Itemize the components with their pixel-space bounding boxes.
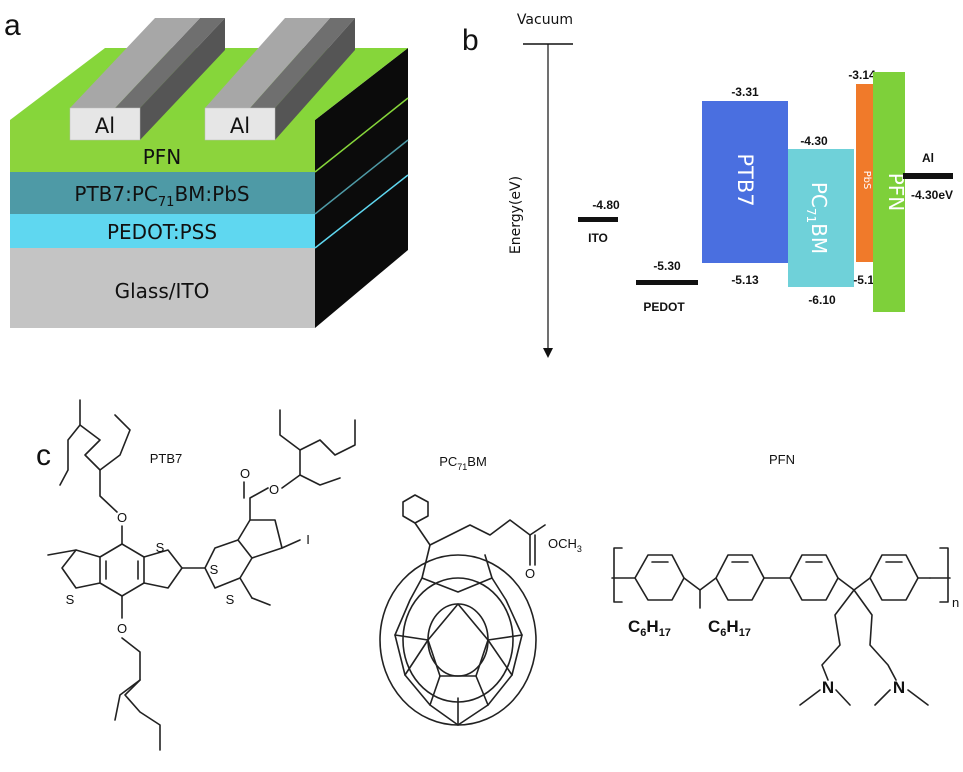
pedot-name: PEDOT <box>643 300 685 314</box>
active-layer <box>10 172 315 214</box>
pfn-repeat-n: n <box>952 595 959 610</box>
pfn-title: PFN <box>769 452 795 467</box>
pc71bm-band-label: PC71BM <box>804 182 831 254</box>
pedot-level: -5.30 <box>653 259 681 273</box>
ptb7-ester-o2: O <box>269 482 279 497</box>
panel-c-letter: c <box>36 439 51 472</box>
ptb7-sulfur-tt2: S <box>226 592 235 607</box>
pbs-band-label: PbS <box>861 171 872 190</box>
al-electrode-right <box>204 18 355 141</box>
active-layer-label: PTB7:PC71BM:PbS <box>74 182 249 210</box>
al-level-bar <box>903 173 953 179</box>
ito-level: -4.80 <box>592 198 620 212</box>
al-name: Al <box>922 151 934 165</box>
ptb7-iodine: I <box>306 532 310 547</box>
ptb7-sulfur-right: S <box>156 540 165 555</box>
ptb7-lumo: -3.31 <box>731 85 759 99</box>
ptb7-sulfur-tt1: S <box>210 562 219 577</box>
glass-ito-layer <box>10 248 315 328</box>
pc71bm-lumo: -4.30 <box>800 134 828 148</box>
ptb7-oxygen-top: O <box>117 510 127 525</box>
device-stack: Al Al PFN PTB7:PC71BM:PbS PEDOT:PSS Glas… <box>10 18 409 328</box>
al-electrode-left <box>69 18 225 141</box>
ptb7-structure: PTB7 O O S S S S I <box>47 399 356 751</box>
pfn-alkyl-label-left: C6H17 <box>628 617 671 639</box>
al-label-right: Al <box>230 114 250 138</box>
pfn-alkyl-label-right: C6H17 <box>708 617 751 639</box>
pedot-level-bar <box>636 280 698 285</box>
glass-ito-label: Glass/ITO <box>115 279 210 303</box>
pedot-layer-label: PEDOT:PSS <box>107 220 217 244</box>
pfn-band-label: PFN <box>884 173 908 212</box>
ito-name: ITO <box>588 231 608 245</box>
pfn-band <box>873 72 905 312</box>
pc71bm-structure: PC71BM O OCH3 <box>379 454 582 726</box>
pbs-band <box>856 84 873 262</box>
vacuum-label: Vacuum <box>517 12 573 28</box>
pc71bm-methoxy: OCH3 <box>548 536 582 554</box>
ptb7-homo: -5.13 <box>731 273 759 287</box>
al-label-left: Al <box>95 114 115 138</box>
pc71bm-title: PC71BM <box>439 454 487 472</box>
ptb7-title: PTB7 <box>150 451 183 466</box>
pc71bm-carbonyl-o: O <box>525 566 535 581</box>
ptb7-sulfur-left: S <box>66 592 75 607</box>
pedot-layer <box>10 214 315 248</box>
ito-level-bar <box>578 217 618 222</box>
ptb7-band-label: PTB7 <box>733 153 757 206</box>
energy-axis-arrow <box>543 348 553 358</box>
energy-diagram: Vacuum Energy(eV) -4.80 ITO -5.30 PEDOT … <box>508 12 953 358</box>
pfn-structure: PFN n C6H17 C6H17 N N <box>611 452 959 706</box>
al-level: -4.30eV <box>911 188 953 202</box>
pfn-amine-n-left: N <box>822 678 834 697</box>
panel-b-letter: b <box>462 24 479 57</box>
pc71bm-homo: -6.10 <box>808 293 836 307</box>
ptb7-oxygen-bottom: O <box>117 621 127 636</box>
pfn-layer-label: PFN <box>143 145 182 169</box>
stack-side-face <box>315 48 408 328</box>
energy-axis-label: Energy(eV) <box>508 176 524 254</box>
pc71bm-band <box>788 149 854 287</box>
pfn-amine-n-right: N <box>893 678 905 697</box>
ptb7-band <box>702 101 788 263</box>
panel-a-letter: a <box>4 9 21 42</box>
pbs-lumo: -3.14 <box>848 68 876 82</box>
ptb7-ester-o1: O <box>240 466 250 481</box>
